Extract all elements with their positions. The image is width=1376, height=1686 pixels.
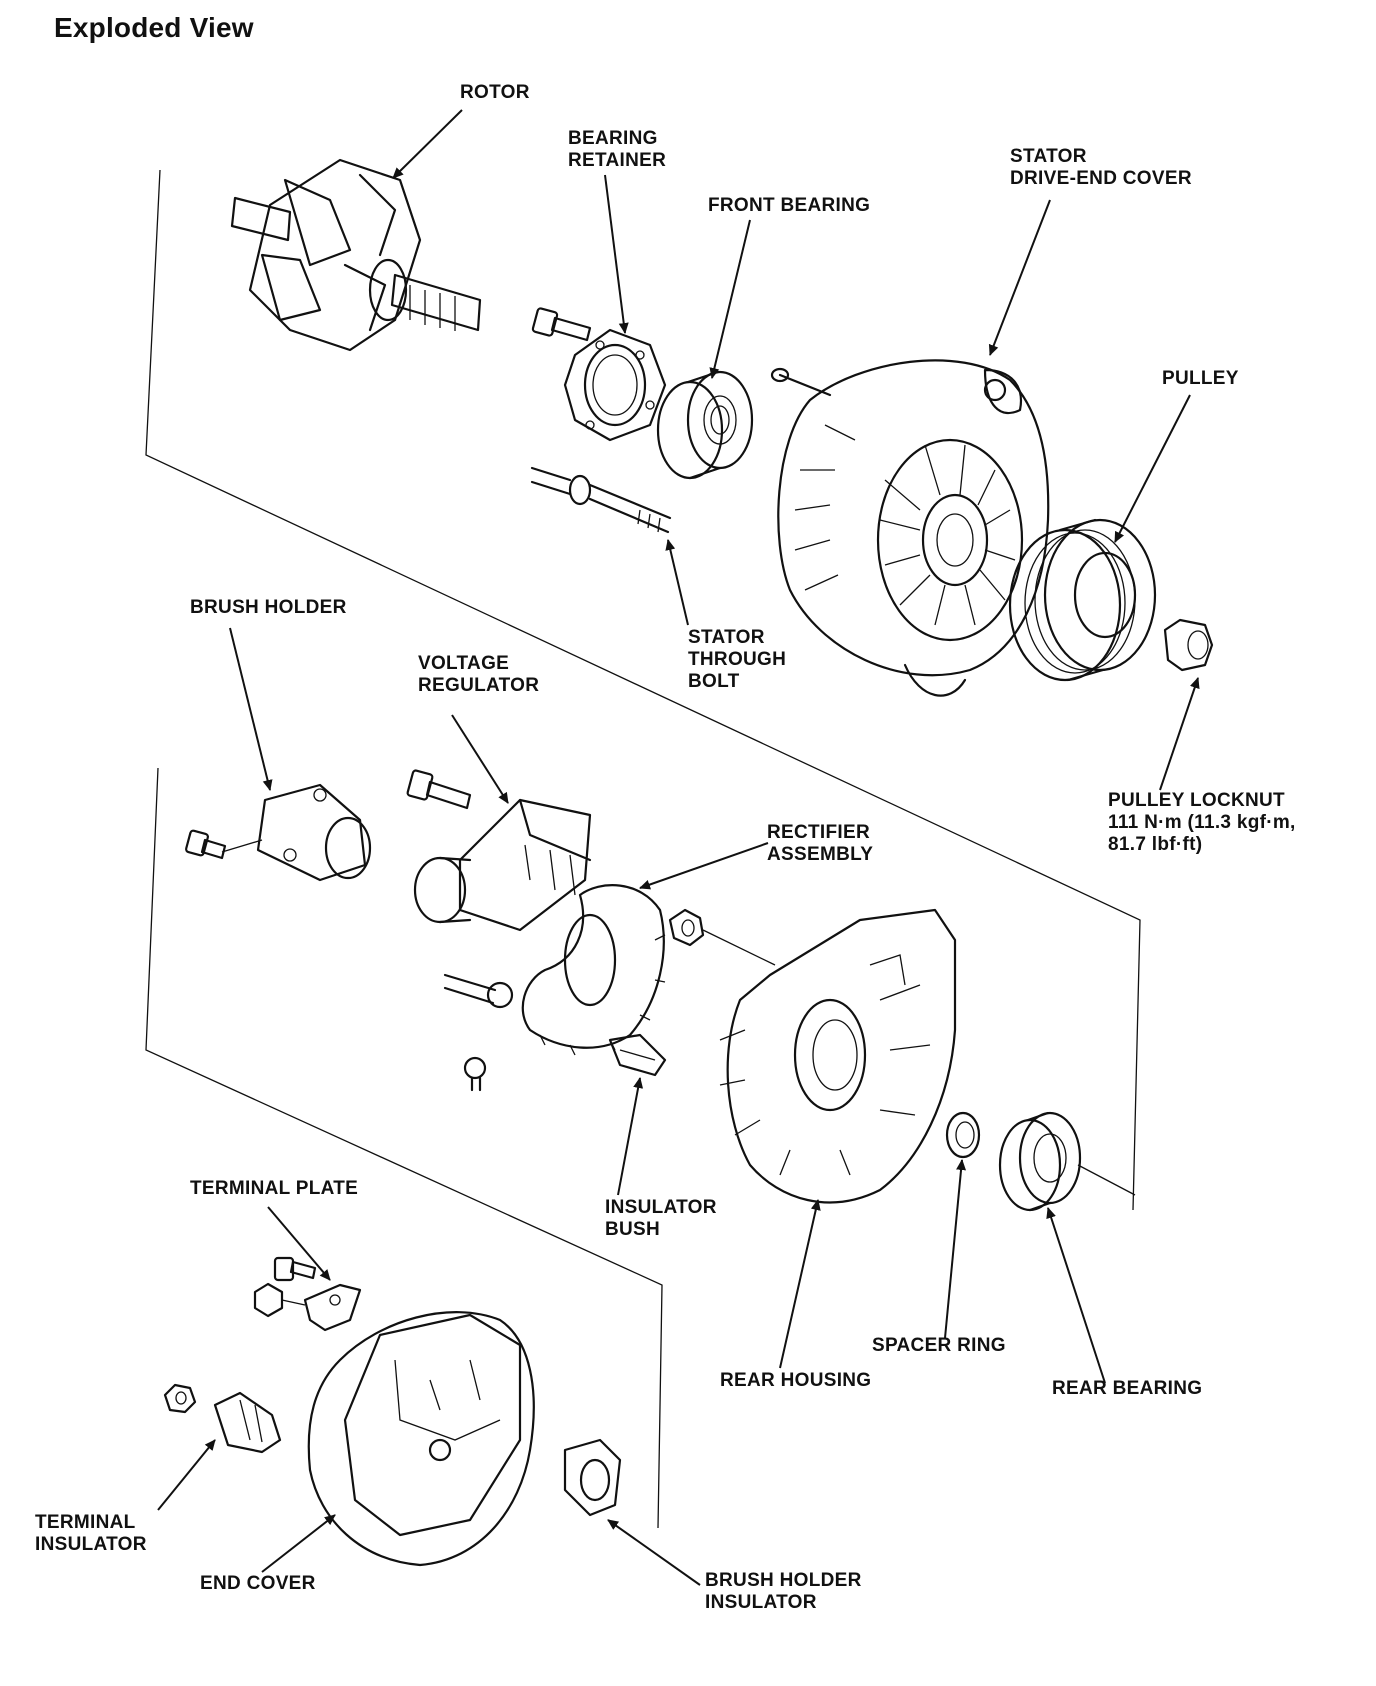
label-pulley-locknut: PULLEY LOCKNUT 111 N·m (11.3 kgf·m, 81.7… [1108, 790, 1296, 855]
label-rectifier-assembly: RECTIFIER ASSEMBLY [767, 822, 874, 865]
label-end-cover: END COVER [200, 1573, 316, 1594]
label-pulley: PULLEY [1162, 368, 1239, 389]
voltage-regulator-part [406, 769, 592, 932]
label-rotor: ROTOR [460, 82, 530, 103]
insulator-bush-part [608, 1033, 667, 1077]
stator-through-bolt-part [530, 466, 672, 534]
rotor-part [230, 158, 482, 352]
label-bearing-retainer: BEARING RETAINER [568, 128, 667, 171]
front-bearing-part [656, 370, 754, 480]
brush-holder-screw-part [185, 829, 263, 860]
leader-lines [157, 109, 1200, 1586]
retainer-screw-part [531, 307, 592, 342]
assembly-frame [145, 169, 1141, 1529]
label-brush-holder-insulator: BRUSH HOLDER INSULATOR [705, 1570, 862, 1613]
page-title: Exploded View [54, 12, 254, 43]
label-brush-holder: BRUSH HOLDER [190, 597, 347, 618]
brush-holder-part [256, 783, 372, 882]
terminal-insulator-part [163, 1383, 282, 1454]
rear-bearing-part [998, 1111, 1136, 1212]
pulley-locknut-part [1163, 618, 1214, 672]
label-stator-drive-end-cover: STATOR DRIVE-END COVER [1010, 146, 1192, 189]
stator-drive-end-cover-part [770, 359, 1050, 697]
label-stator-through-bolt: STATOR THROUGH BOLT [688, 627, 787, 692]
rectifier-assembly-part [443, 884, 666, 1056]
label-insulator-bush: INSULATOR BUSH [605, 1197, 717, 1240]
rear-housing-nut-part [668, 908, 776, 966]
pulley-part [1008, 518, 1157, 682]
label-spacer-ring: SPACER RING [872, 1335, 1006, 1356]
bearing-retainer-part [563, 328, 667, 442]
label-rear-housing: REAR HOUSING [720, 1370, 872, 1391]
rear-housing-part [719, 908, 957, 1204]
brush-holder-insulator-part [563, 1438, 622, 1517]
label-front-bearing: FRONT BEARING [708, 195, 871, 216]
end-cover-part [307, 1311, 535, 1567]
terminal-plate-part [253, 1256, 362, 1332]
label-rear-bearing: REAR BEARING [1052, 1378, 1203, 1399]
spacer-ring-part [945, 1111, 981, 1159]
label-terminal-insulator: TERMINAL INSULATOR [35, 1512, 147, 1555]
label-voltage-regulator: VOLTAGE REGULATOR [418, 653, 540, 696]
label-terminal-plate: TERMINAL PLATE [190, 1178, 359, 1199]
small-screw-part [463, 1056, 487, 1092]
